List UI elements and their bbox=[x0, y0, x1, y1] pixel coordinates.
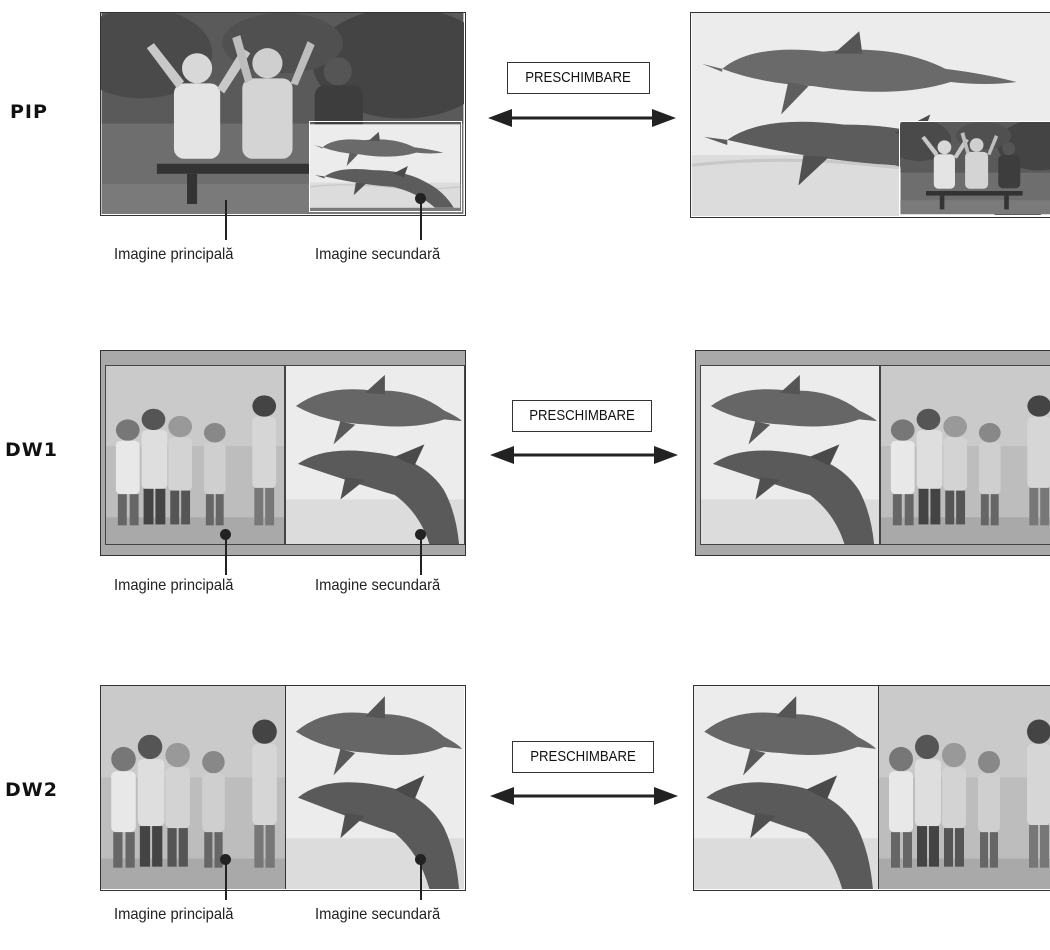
sub-picture-pointer-dot bbox=[415, 854, 426, 865]
swap-label: PRESCHIMBARE bbox=[529, 407, 635, 424]
sub-picture-pointer bbox=[420, 200, 422, 240]
double-headed-arrow-icon bbox=[488, 109, 676, 127]
swap-label: PRESCHIMBARE bbox=[530, 748, 636, 765]
sub-picture-kids bbox=[881, 366, 1050, 544]
sub-picture-area bbox=[285, 365, 465, 545]
sub-picture-park bbox=[900, 122, 1050, 214]
pip-inset-sub-picture bbox=[309, 121, 462, 212]
sub-picture-dolphins bbox=[310, 122, 460, 210]
main-picture-caption: Imagine principală bbox=[114, 246, 234, 263]
swap-label: PRESCHIMBARE bbox=[525, 69, 632, 86]
main-picture-dolphins bbox=[694, 686, 878, 889]
main-picture-caption: Imagine principală bbox=[114, 577, 234, 594]
sub-picture-pointer bbox=[420, 860, 422, 900]
main-picture-pointer bbox=[225, 535, 227, 575]
sub-picture-kids bbox=[879, 686, 1050, 889]
dw1-after-screen bbox=[695, 350, 1050, 556]
swap-label-box: PRESCHIMBARE bbox=[512, 741, 654, 773]
sub-picture-caption: Imagine secundară bbox=[315, 577, 441, 594]
swap-label-box: PRESCHIMBARE bbox=[507, 62, 650, 94]
sub-picture-caption: Imagine secundară bbox=[315, 246, 441, 263]
main-picture-pointer bbox=[225, 860, 227, 900]
main-picture-pointer-dot bbox=[220, 854, 231, 865]
dw2-after-screen bbox=[693, 685, 1050, 891]
sub-picture-caption: Imagine secundară bbox=[315, 906, 441, 923]
main-picture-kids bbox=[101, 686, 285, 889]
sub-picture-area-swapped bbox=[880, 365, 1050, 545]
pip-after-screen bbox=[690, 12, 1050, 218]
sub-picture-pointer-dot bbox=[415, 193, 426, 204]
sub-picture-area bbox=[286, 686, 464, 889]
pip-inset-sub-picture-swapped bbox=[899, 121, 1050, 216]
swap-label-box: PRESCHIMBARE bbox=[512, 400, 652, 432]
main-picture-area-swapped bbox=[694, 686, 879, 889]
sub-picture-dolphins bbox=[286, 686, 464, 889]
dw2-before-screen bbox=[100, 685, 466, 891]
main-picture-area-swapped bbox=[700, 365, 880, 545]
mode-label-dw1: DW1 bbox=[5, 439, 58, 461]
pip-before-screen bbox=[100, 12, 466, 216]
main-picture-dolphins bbox=[701, 366, 879, 544]
sub-picture-pointer-dot bbox=[415, 529, 426, 540]
main-picture-caption: Imagine principală bbox=[114, 906, 234, 923]
main-picture-area bbox=[101, 686, 286, 889]
sub-picture-dolphins bbox=[286, 366, 464, 544]
main-picture-kids bbox=[106, 366, 284, 544]
main-picture-area bbox=[105, 365, 285, 545]
double-headed-arrow-icon bbox=[490, 787, 678, 805]
double-headed-arrow-icon bbox=[490, 446, 678, 464]
sub-picture-pointer bbox=[420, 535, 422, 575]
main-picture-pointer bbox=[225, 200, 227, 240]
main-picture-pointer-dot bbox=[220, 529, 231, 540]
dw1-before-screen bbox=[100, 350, 466, 556]
sub-picture-area-swapped bbox=[879, 686, 1050, 889]
mode-label-pip: PIP bbox=[10, 101, 48, 123]
mode-label-dw2: DW2 bbox=[5, 779, 58, 801]
